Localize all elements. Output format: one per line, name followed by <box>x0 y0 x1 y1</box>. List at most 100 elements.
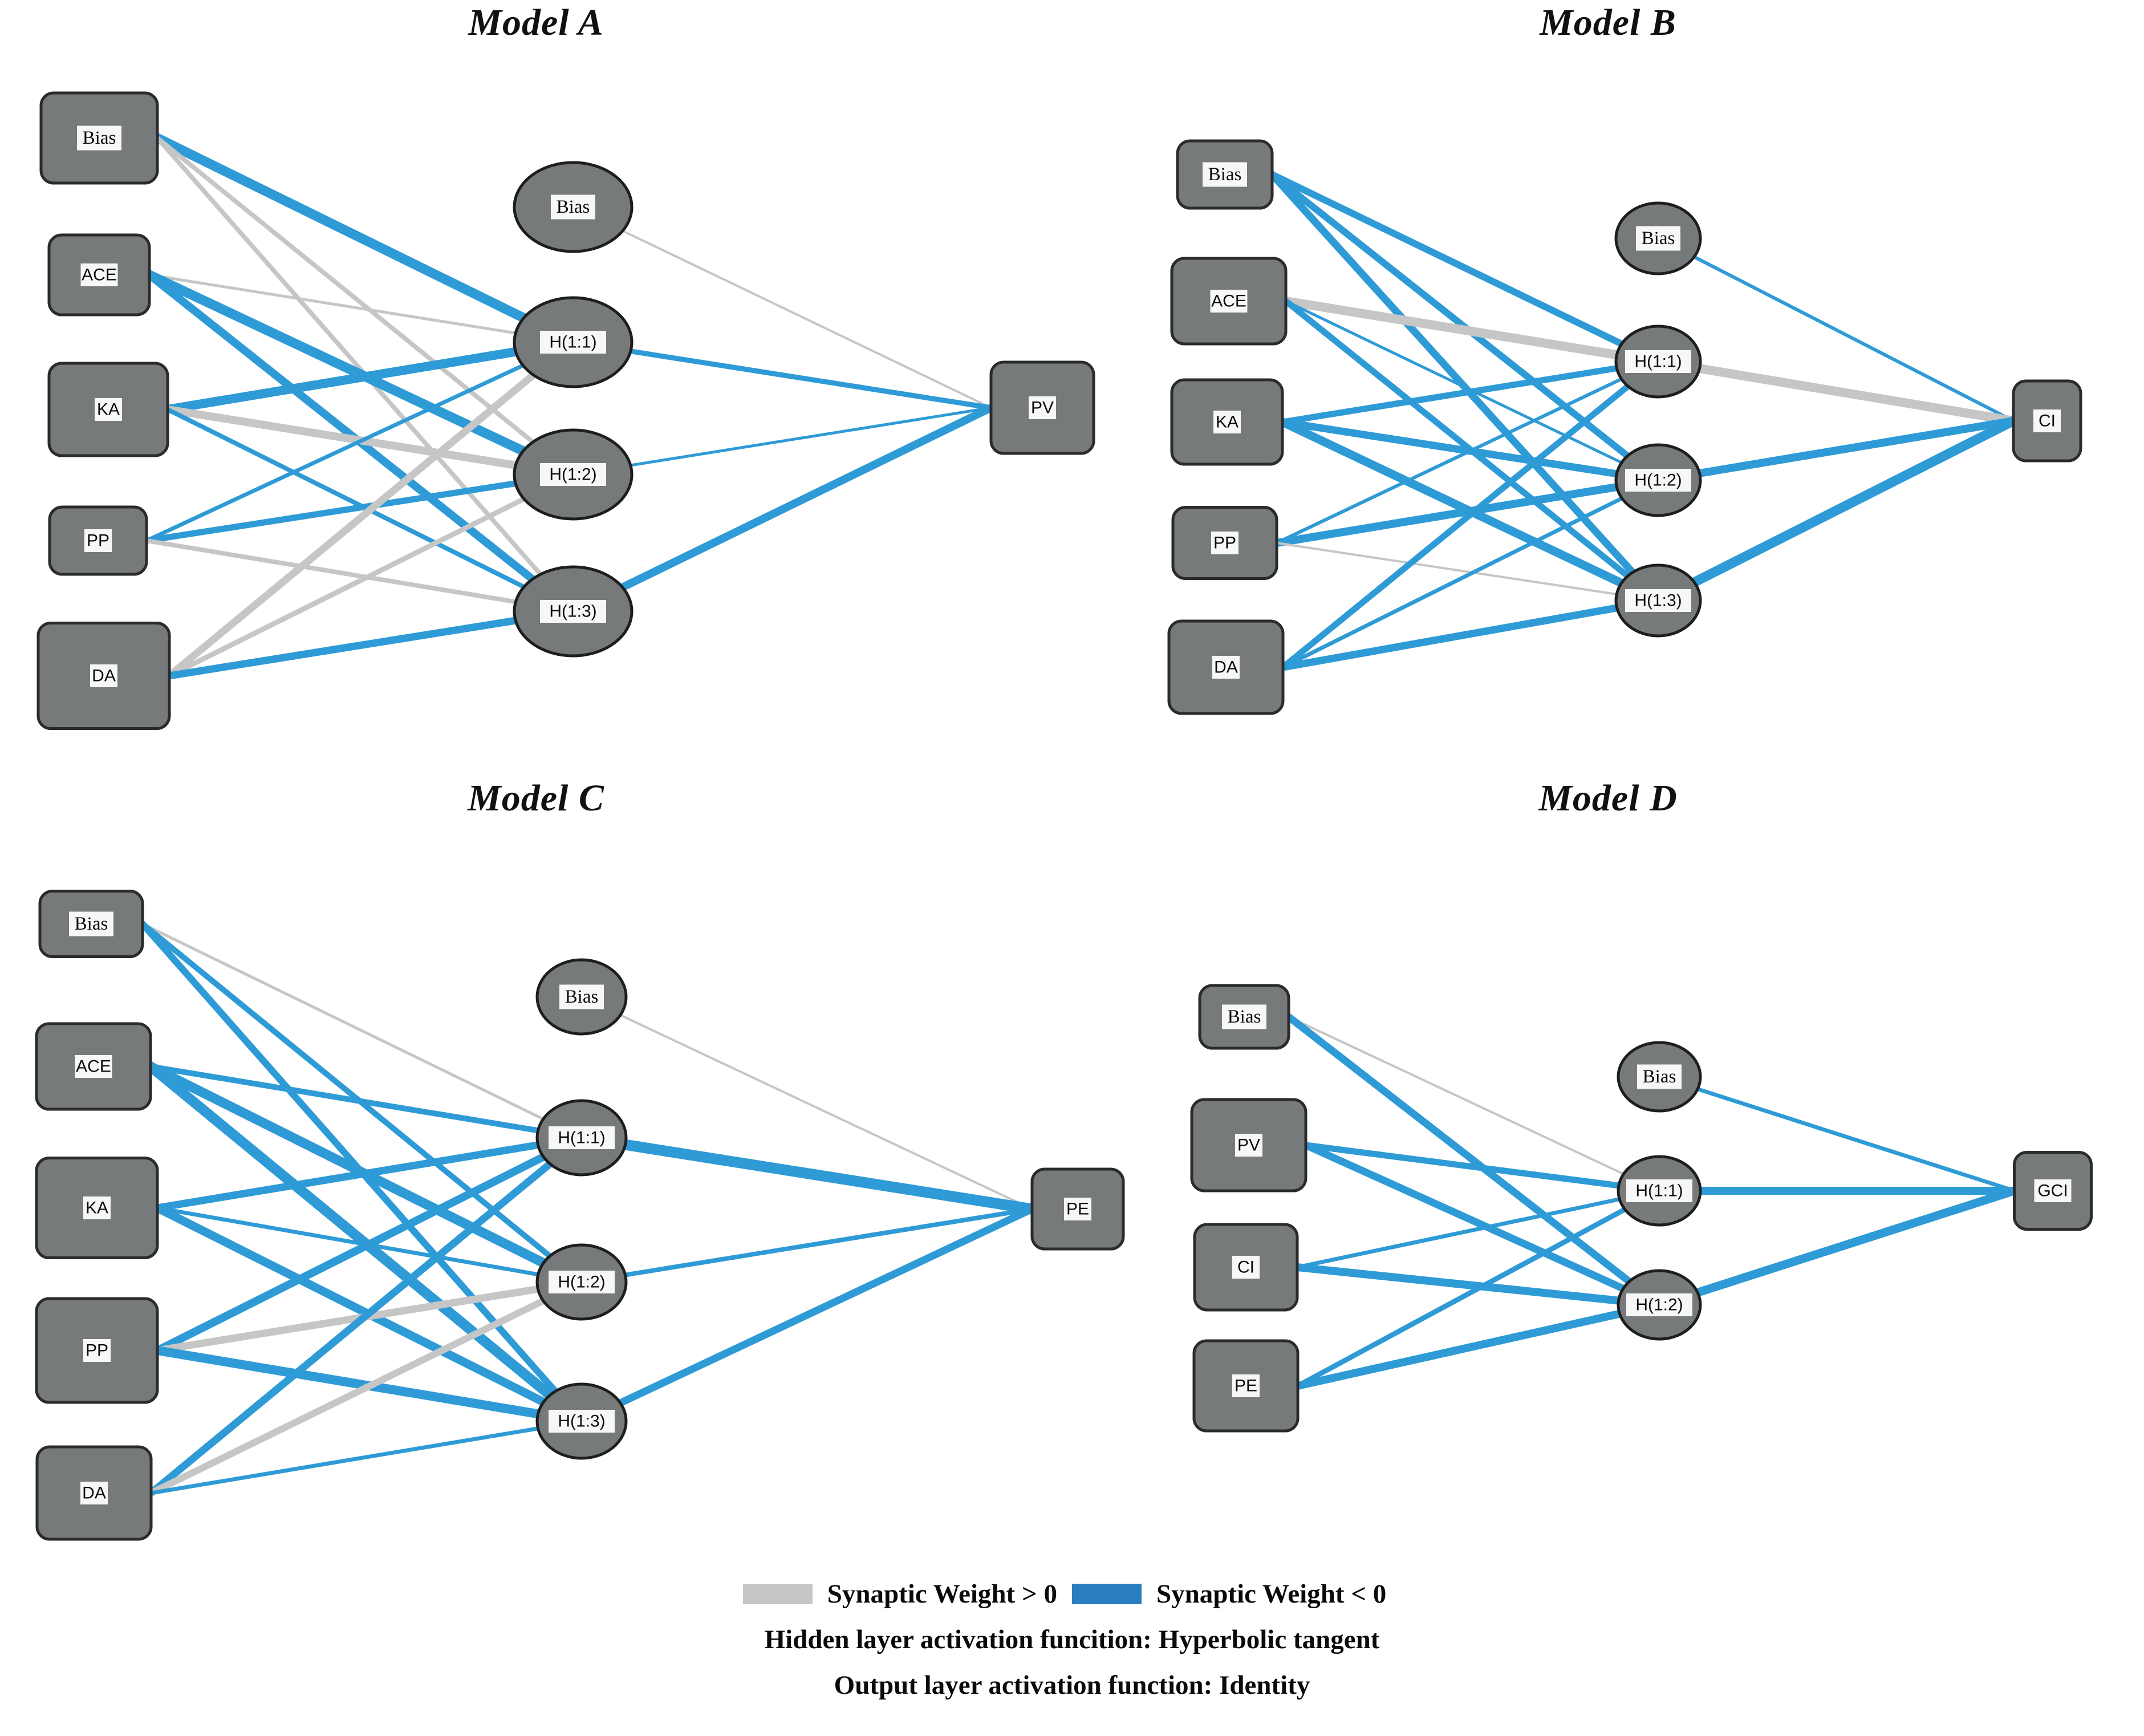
nodes-layer: BiasACEKAPPDAPVBiasH(1:1)H(1:2)H(1:3)Bia… <box>35 91 2093 1541</box>
node-label-chip <box>1625 469 1691 492</box>
node-label-text: H(1:3) <box>558 1412 605 1431</box>
legend-positive-label: Synaptic Weight > 0 <box>827 1579 1057 1609</box>
node-label-chip <box>1212 656 1240 679</box>
legend-positive-swatch <box>742 1584 813 1604</box>
edge-input-hidden <box>153 1285 542 1354</box>
edge-input-hidden <box>155 1206 541 1277</box>
edge-hidden-output <box>619 1013 1033 1210</box>
edge-input-hidden <box>1302 1142 1622 1189</box>
node-label-text: H(1:3) <box>549 602 596 621</box>
edge-input-hidden <box>144 363 525 543</box>
edge-input-hidden <box>1279 365 1620 425</box>
edge-input-hidden <box>1279 604 1621 671</box>
node-label-chip <box>84 529 112 552</box>
node-label-text: Bias <box>1208 164 1242 185</box>
edge-input-hidden <box>140 921 553 1259</box>
node-label-chip <box>540 331 606 354</box>
edge-input-hidden <box>1293 1263 1623 1305</box>
node-label-text: ACE <box>76 1057 111 1076</box>
node-label-text: KA <box>97 400 120 419</box>
edge-input-hidden <box>143 480 519 544</box>
edge-input-hidden <box>165 371 537 680</box>
edge-input-hidden <box>145 1061 555 1401</box>
edge-hidden-output <box>629 406 993 467</box>
node-label-chip <box>1232 1256 1260 1279</box>
node-label-text: Bias <box>1642 228 1675 249</box>
edge-input-hidden <box>144 538 518 605</box>
edges-model-d <box>1285 1013 2019 1390</box>
legend-hidden-activation: Hidden layer activation funcition: Hyper… <box>764 1625 1380 1654</box>
edge-input-hidden <box>139 920 559 1395</box>
edge-hidden-output <box>616 1205 1036 1407</box>
node-label-text: Bias <box>565 987 599 1007</box>
edge-input-hidden <box>164 405 520 469</box>
edge-input-hidden <box>163 347 521 414</box>
node-label-text: Bias <box>1643 1066 1676 1087</box>
node-label-text: H(1:2) <box>558 1273 605 1292</box>
node-label-chip <box>83 1196 111 1219</box>
edge-input-hidden <box>155 136 543 577</box>
node-label-chip <box>1203 162 1247 187</box>
edge-hidden-output <box>1695 417 2017 477</box>
legend-weight-row: Synaptic Weight > 0 Synaptic Weight < 0 <box>0 1579 2144 1609</box>
node-label-chip <box>1064 1198 1091 1220</box>
edge-hidden-output <box>1692 255 2015 423</box>
node-label-text: KA <box>1216 413 1239 432</box>
node-label-chip <box>1637 1064 1682 1089</box>
node-label-text: KA <box>86 1199 108 1218</box>
node-label-text: CI <box>2039 412 2056 431</box>
edge-hidden-output <box>620 1139 1038 1215</box>
edge-input-hidden <box>152 133 529 323</box>
node-label-text: PP <box>87 532 109 550</box>
node-label-chip <box>69 911 113 936</box>
edge-input-hidden <box>1282 298 1631 579</box>
edge-input-hidden <box>148 1297 547 1496</box>
edge-hidden-output <box>621 229 992 409</box>
node-label-chip <box>559 984 604 1009</box>
node-label-text: ACE <box>1211 292 1246 311</box>
node-label-text: PV <box>1237 1136 1260 1155</box>
edge-input-hidden <box>149 1426 541 1495</box>
edge-input-hidden <box>153 1203 548 1406</box>
node-label-text: PP <box>1213 534 1236 553</box>
panel-title-model-c: Model C <box>468 777 604 819</box>
edge-input-hidden <box>147 1160 554 1497</box>
node-label-chip <box>80 263 118 286</box>
edge-input-hidden <box>148 1064 541 1134</box>
node-label-chip <box>549 1126 615 1149</box>
edges-model-b <box>1268 171 2019 671</box>
node-label-text: H(1:1) <box>1634 352 1682 371</box>
edges-layer <box>139 133 2019 1497</box>
node-label-text: GCI <box>2037 1182 2068 1200</box>
edge-input-hidden <box>148 273 517 335</box>
edge-input-hidden <box>141 922 545 1121</box>
node-label-text: H(1:1) <box>558 1129 605 1147</box>
edge-input-hidden <box>1275 377 1623 545</box>
node-label-text: H(1:1) <box>1635 1182 1683 1200</box>
node-label-chip <box>1636 226 1680 251</box>
node-label-text: H(1:2) <box>1635 1296 1683 1315</box>
node-label-chip <box>1210 290 1248 313</box>
node-label-text: CI <box>1237 1258 1254 1277</box>
edge-input-hidden <box>165 616 519 680</box>
node-label-text: PP <box>86 1341 108 1360</box>
node-label-text: DA <box>1214 658 1238 677</box>
legend: Synaptic Weight > 0 Synaptic Weight < 0 … <box>0 1579 2144 1701</box>
node-label-chip <box>540 600 606 623</box>
edge-input-hidden <box>145 1061 549 1268</box>
edge-input-hidden <box>1302 1141 1627 1292</box>
edge-input-hidden <box>144 270 529 456</box>
legend-output-activation: Output layer activation function: Identi… <box>834 1670 1310 1700</box>
node-label-chip <box>1232 1374 1260 1397</box>
edge-input-hidden <box>153 1141 542 1212</box>
node-label-chip <box>1213 411 1241 433</box>
node-label-text: H(1:1) <box>549 333 596 352</box>
panel-title-model-d: Model D <box>1538 777 1678 819</box>
node-label-chip <box>1211 532 1239 554</box>
edge-input-hidden <box>1269 171 1625 347</box>
node-label-chip <box>1626 1293 1692 1316</box>
legend-negative-label: Synaptic Weight < 0 <box>1156 1579 1387 1609</box>
node-label-chip <box>83 1339 111 1362</box>
